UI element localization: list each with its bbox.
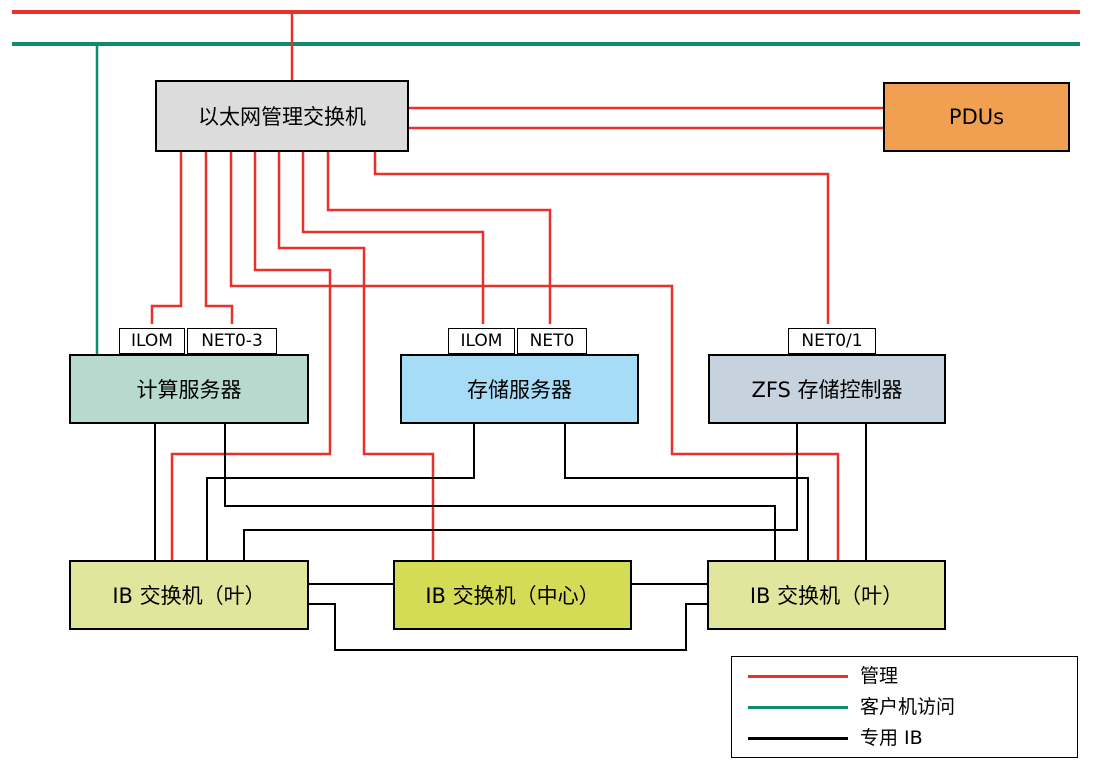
zfs-storage-controller-label: ZFS 存储控制器 [751,378,903,402]
ib-spine-switch: IB 交换机（中心） [393,560,632,630]
storage-net-port-label: NET0 [529,331,575,351]
legend-row-client-access: 客户机访问 [732,694,1077,720]
management-wires [150,12,883,560]
ib-leaf-switch-right: IB 交换机（叶） [707,560,946,630]
pdus-box: PDUs [883,82,1070,152]
ethernet-management-switch: 以太网管理交换机 [155,80,409,152]
legend-swatch-client-access [748,706,848,709]
zfs-net-port-label: NET0/1 [801,331,863,351]
legend-label-management: 管理 [860,665,899,687]
ib-leaf-switch-right-label: IB 交换机（叶） [749,584,904,608]
private-ib-wires [154,424,867,651]
compute-ilom-port: ILOM [119,328,185,354]
storage-ilom-port-label: ILOM [460,331,503,351]
ib-spine-switch-label: IB 交换机（中心） [425,584,600,608]
legend-row-management: 管理 [732,663,1077,689]
zfs-storage-controller: ZFS 存储控制器 [708,354,946,424]
compute-server: 计算服务器 [69,354,309,424]
zfs-net-port: NET0/1 [788,328,876,354]
legend-label-private-ib: 专用 IB [860,727,923,749]
ib-leaf-switch-left: IB 交换机（叶） [69,560,309,630]
compute-net-port-label: NET0-3 [201,331,263,351]
storage-server-label: 存储服务器 [467,378,572,402]
storage-server: 存储服务器 [400,354,639,424]
legend: 管理 客户机访问 专用 IB [731,656,1078,758]
legend-swatch-private-ib [748,737,848,740]
ib-leaf-switch-left-label: IB 交换机（叶） [112,584,266,608]
storage-net-port: NET0 [517,328,587,354]
compute-ilom-port-label: ILOM [131,331,173,351]
legend-label-client-access: 客户机访问 [860,696,956,718]
legend-swatch-management [748,675,848,678]
storage-ilom-port: ILOM [448,328,515,354]
pdus-label: PDUs [948,105,1005,129]
ethernet-management-switch-label: 以太网管理交换机 [198,105,366,129]
legend-row-private-ib: 专用 IB [732,725,1077,751]
compute-server-label: 计算服务器 [136,378,242,402]
compute-net-port: NET0-3 [187,328,277,354]
